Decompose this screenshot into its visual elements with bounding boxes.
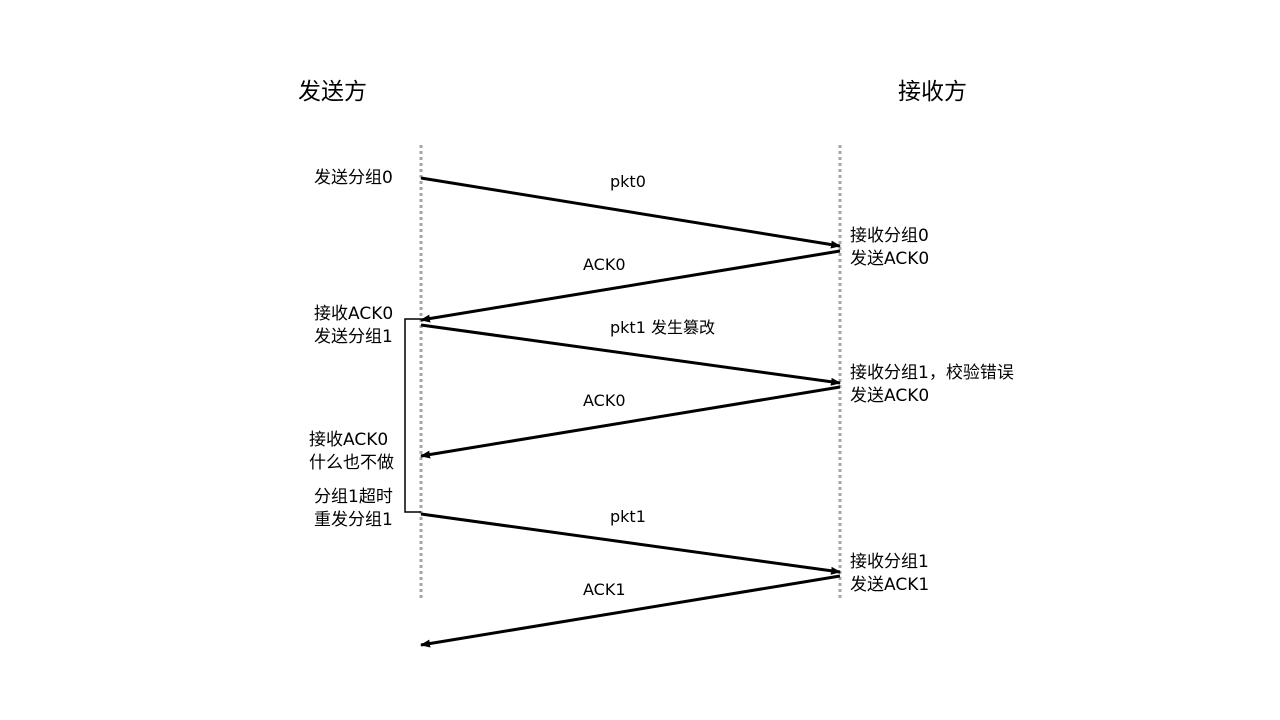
receiver-note-receive-packet0: 接收分组0	[850, 226, 929, 246]
receiver-note-packet1-checksum-error: 接收分组1，校验错误	[850, 363, 1014, 383]
receiver-note-send-ack1: 发送ACK1	[850, 575, 930, 595]
message-label-pkt0: pkt0	[610, 172, 646, 191]
message-arrow-pkt0	[420, 176, 841, 249]
sender-note-send-packet0: 发送分组0	[314, 168, 393, 188]
sender-note-receive-ack0: 接收ACK0	[314, 304, 394, 324]
message-label-ack0-first: ACK0	[583, 255, 626, 274]
sender-note-receive-ack0-again: 接收ACK0	[309, 430, 389, 450]
receiver-title: 接收方	[898, 79, 967, 105]
timeout-bracket	[404, 318, 421, 513]
sender-title: 发送方	[298, 79, 367, 105]
sender-note-timeout: 分组1超时	[314, 487, 393, 507]
receiver-note-send-ack0-again: 发送ACK0	[850, 386, 930, 406]
sender-note-resend-packet1: 重发分组1	[314, 510, 393, 530]
message-arrow-ack0-second	[420, 385, 841, 459]
sender-note-do-nothing: 什么也不做	[309, 453, 394, 473]
message-label-ack0-second: ACK0	[583, 391, 626, 410]
message-arrow-pkt1-corrupted	[420, 323, 841, 386]
message-label-pkt1-corrupted: pkt1 发生篡改	[610, 318, 715, 337]
receiver-note-send-ack0: 发送ACK0	[850, 249, 930, 269]
message-arrow-pkt1-resend	[420, 512, 841, 575]
message-arrow-ack1	[420, 574, 841, 648]
receiver-note-receive-packet1: 接收分组1	[850, 552, 929, 572]
message-label-pkt1-resend: pkt1	[610, 507, 646, 526]
message-arrow-ack0-first	[420, 249, 841, 323]
sender-note-send-packet1: 发送分组1	[314, 327, 393, 347]
message-label-ack1: ACK1	[583, 580, 626, 599]
